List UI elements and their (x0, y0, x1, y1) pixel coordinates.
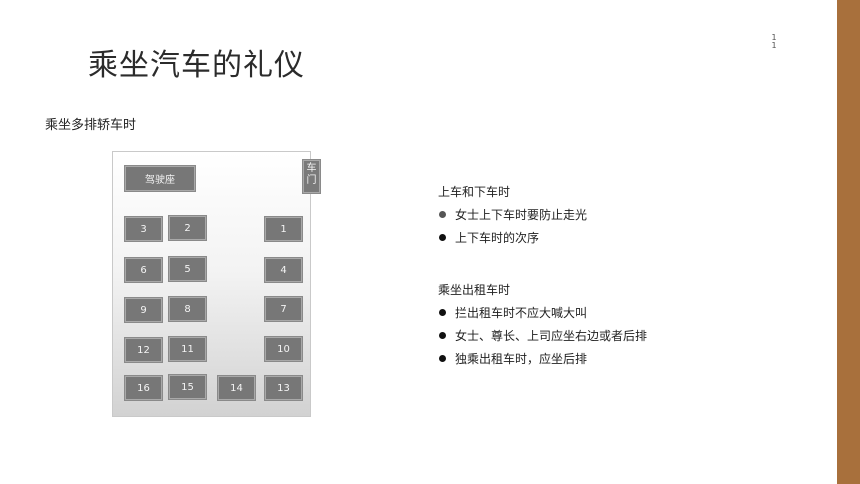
page-number: 1 1 (770, 34, 778, 50)
bullet-icon (439, 234, 446, 241)
seat: 7 (265, 297, 302, 321)
list-item: 独乘出租车时，应坐后排 (438, 351, 647, 367)
list-item-text: 上下车时的次序 (455, 231, 540, 245)
seat: 14 (218, 376, 255, 400)
seat: 1 (265, 217, 302, 241)
seat: 3 (125, 217, 162, 241)
list-item-text: 女士、尊长、上司应坐右边或者后排 (455, 329, 648, 343)
bullet-icon (439, 332, 446, 339)
seat: 9 (125, 298, 162, 322)
bullet-icon (439, 309, 446, 316)
page-title: 乘坐汽车的礼仪 (88, 48, 305, 83)
bullet-icon (439, 355, 446, 362)
page-number-digit: 1 (771, 41, 777, 50)
car-door: 车 门 (303, 160, 320, 193)
list-item: 女士上下车时要防止走光 (438, 207, 587, 223)
list-item: 上下车时的次序 (438, 230, 587, 246)
seat: 16 (125, 376, 162, 400)
section-boarding: 上车和下车时 女士上下车时要防止走光 上下车时的次序 (438, 184, 587, 246)
list-item-text: 独乘出租车时，应坐后排 (455, 352, 588, 366)
seat: 4 (265, 258, 302, 282)
seat: 11 (169, 337, 206, 361)
page-number-digit: 1 (771, 33, 777, 42)
seat: 10 (265, 337, 302, 361)
list-item: 女士、尊长、上司应坐右边或者后排 (438, 328, 647, 344)
seat: 8 (169, 297, 206, 321)
section-heading: 乘坐出租车时 (438, 283, 511, 297)
driver-seat: 驾驶座 (125, 166, 195, 191)
accent-bar (837, 0, 860, 484)
seat: 15 (169, 375, 206, 399)
list-item: 拦出租车时不应大喊大叫 (438, 305, 647, 321)
seat: 12 (125, 338, 162, 362)
seat: 5 (169, 257, 206, 281)
car-seating-diagram (112, 151, 311, 417)
list-item-text: 女士上下车时要防止走光 (455, 208, 588, 222)
subtitle: 乘坐多排轿车时 (45, 118, 137, 133)
section-taxi: 乘坐出租车时 拦出租车时不应大喊大叫 女士、尊长、上司应坐右边或者后排 独乘出租… (438, 282, 647, 367)
seat: 2 (169, 216, 206, 240)
list-item-text: 拦出租车时不应大喊大叫 (455, 306, 588, 320)
section-heading: 上车和下车时 (438, 185, 511, 199)
car-door-label: 车 (306, 163, 317, 174)
seat: 6 (125, 258, 162, 282)
bullet-icon (439, 211, 446, 218)
car-door-label: 门 (306, 175, 317, 186)
seat: 13 (265, 376, 302, 400)
